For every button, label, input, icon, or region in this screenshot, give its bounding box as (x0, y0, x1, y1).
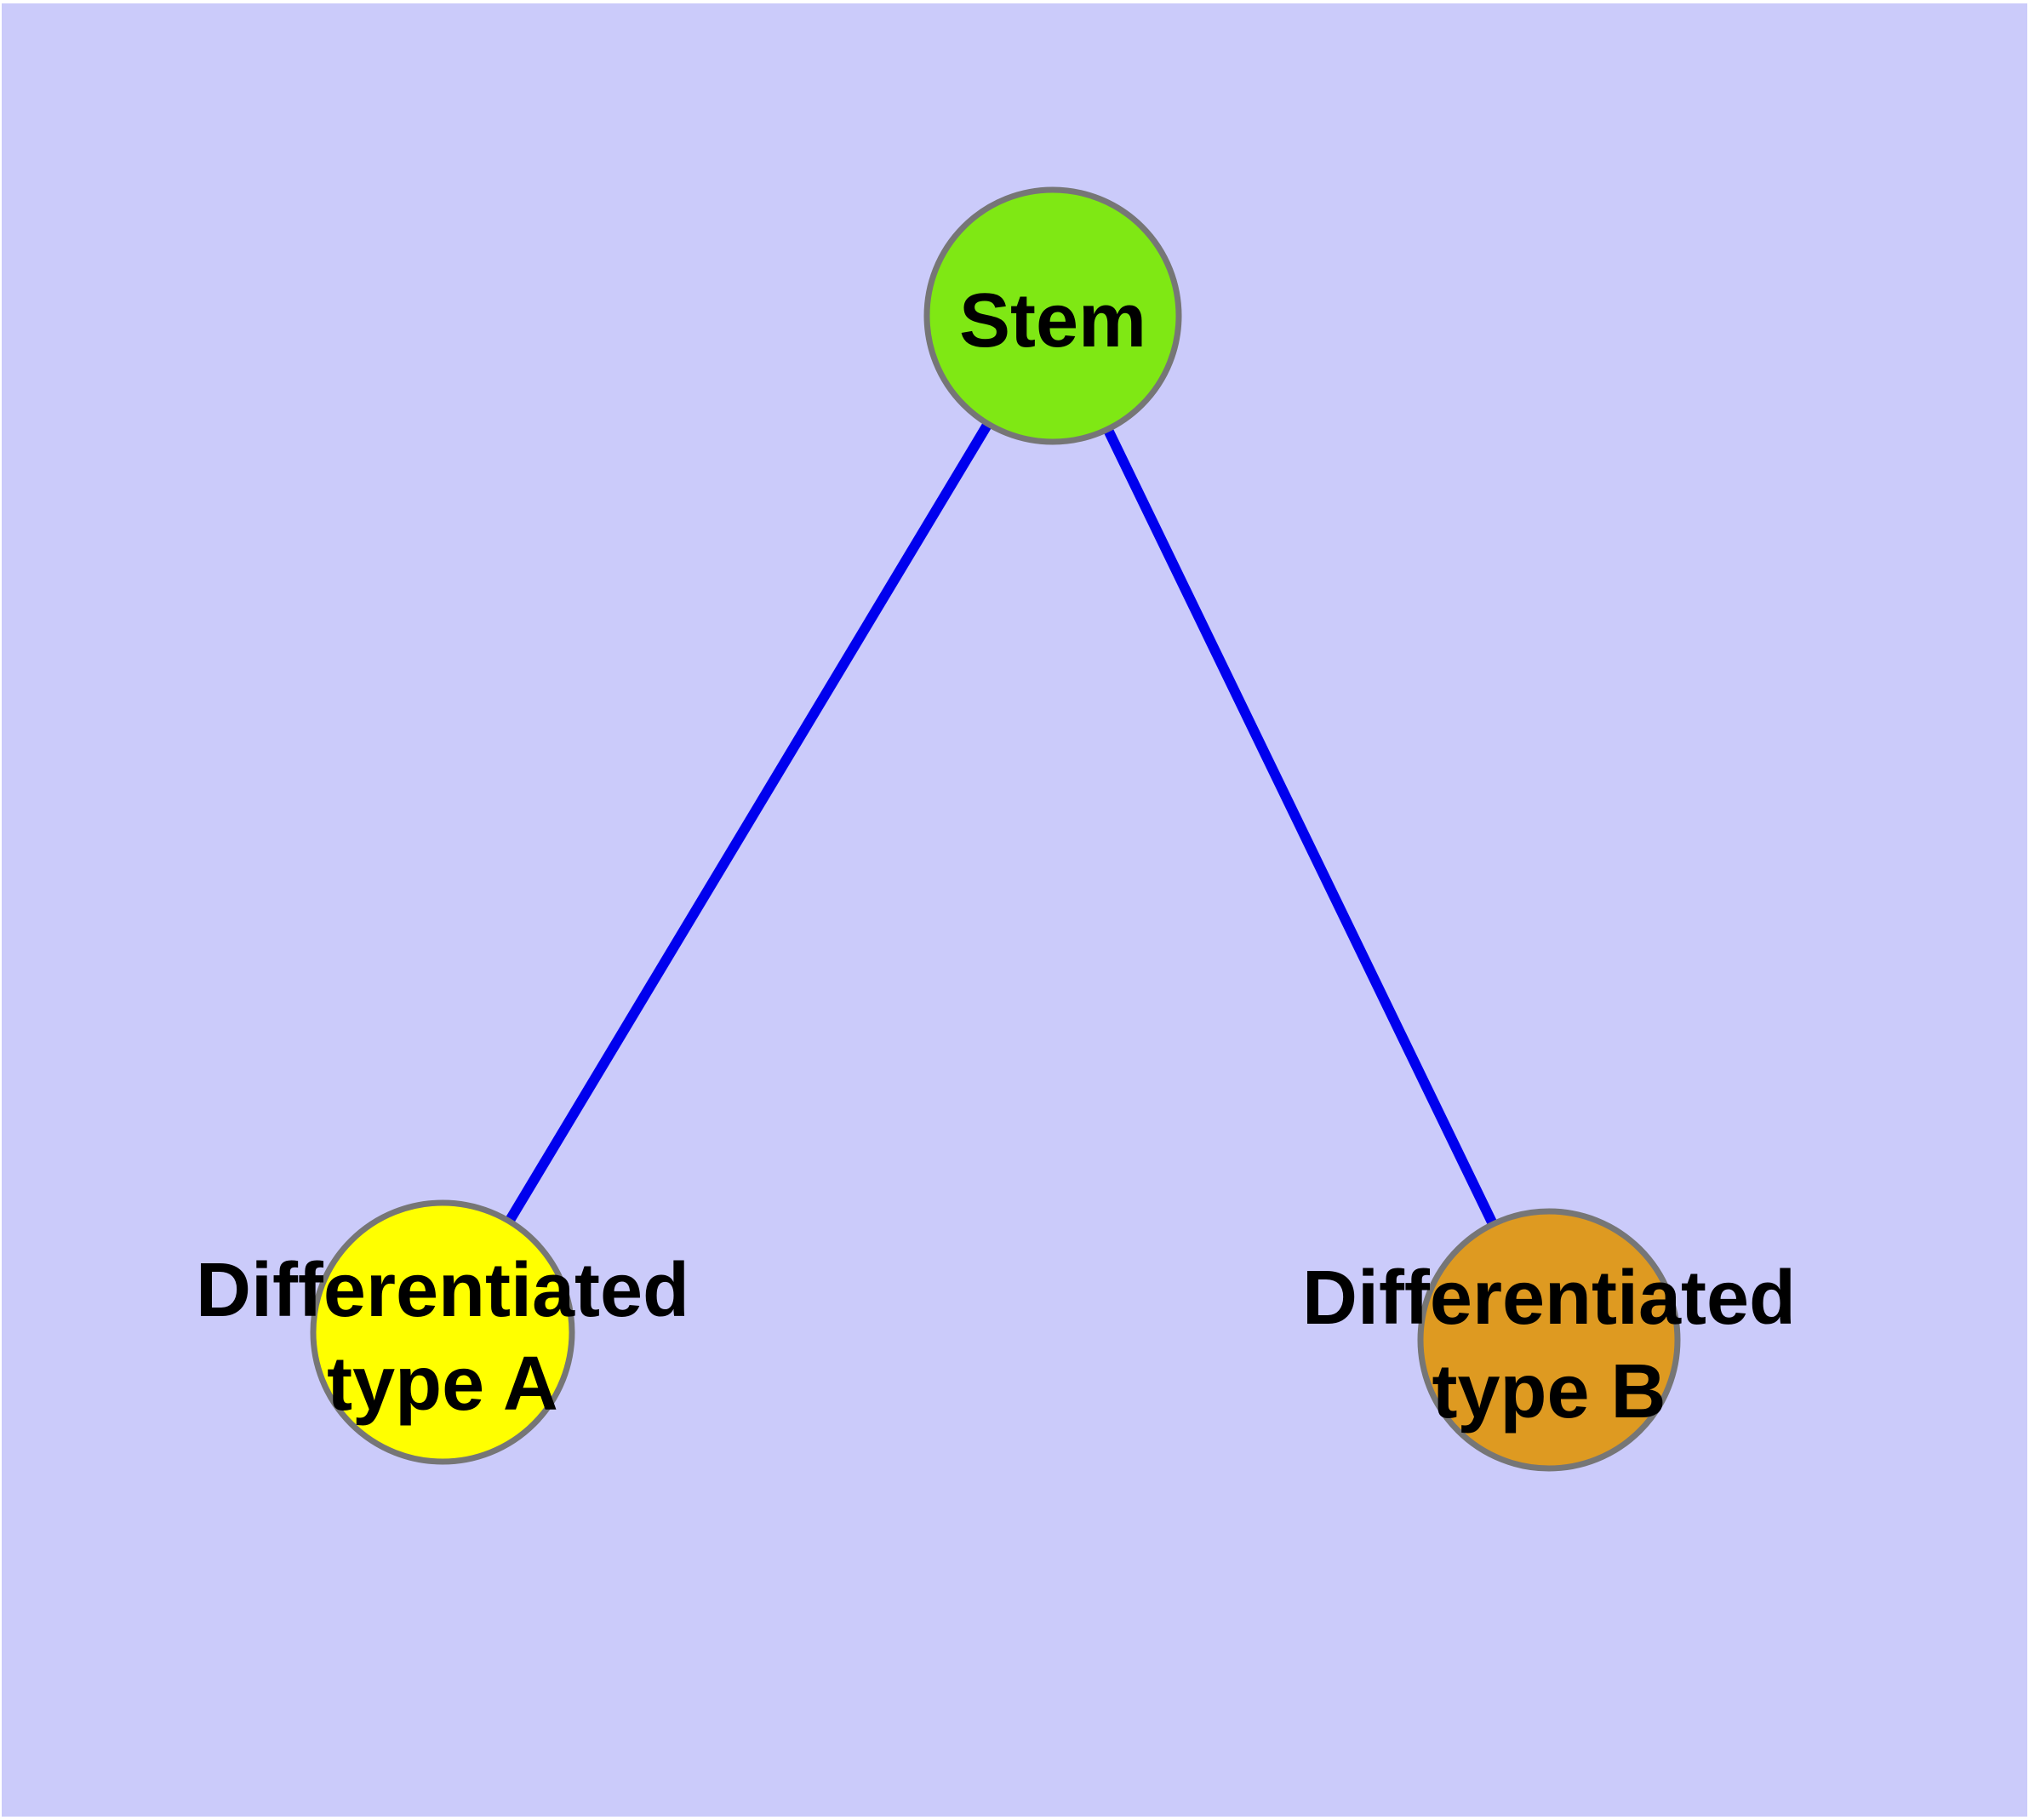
node-stem-circle (923, 186, 1182, 445)
node-diff-a-circle (310, 1199, 575, 1465)
node-diff-b-label-line-2: type B (1432, 1349, 1666, 1434)
node-diff-a-label-line-2: type A (327, 1342, 558, 1427)
edge-stem-diff-b (1048, 313, 1554, 1342)
node-diff-b-circle (1417, 1208, 1681, 1472)
node-diff-b-label-line-1: Differentiated (1302, 1256, 1796, 1341)
node-stem-label-line-1: Stem (959, 278, 1146, 363)
edge-stem-diff-a (437, 312, 1058, 1336)
node-diff-a-label: Differentiated type A (196, 1248, 689, 1427)
node-diff-a-label-line-1: Differentiated (196, 1248, 689, 1333)
node-stem-label: Stem (959, 278, 1146, 363)
